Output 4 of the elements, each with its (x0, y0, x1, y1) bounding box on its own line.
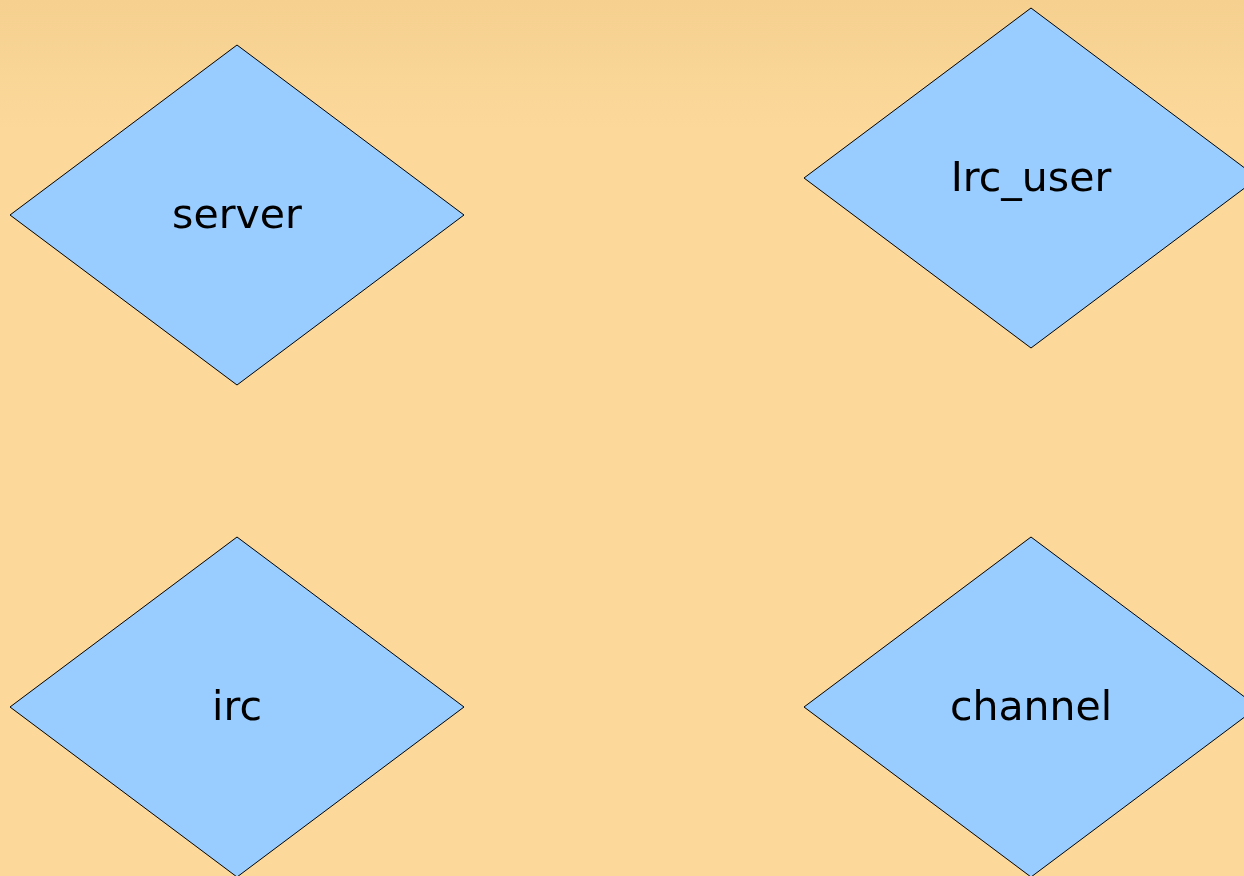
node-label: irc (212, 682, 262, 732)
node-label: channel (949, 682, 1113, 732)
node-label: Irc_user (950, 153, 1112, 203)
node-label: server (172, 190, 302, 240)
